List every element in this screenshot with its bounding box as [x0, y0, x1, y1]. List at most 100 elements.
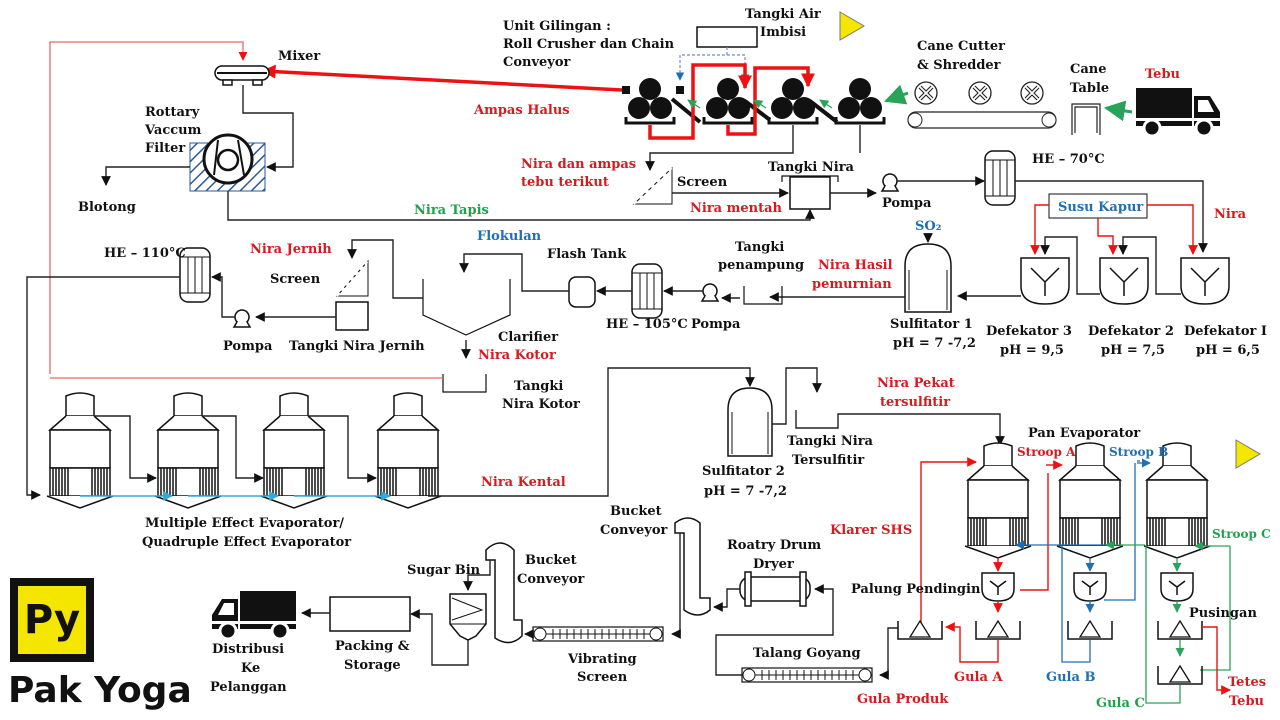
centrifuge-c2 [1157, 665, 1203, 685]
label-distribusi-1: Distribusi [212, 642, 284, 657]
mixer-to-filter-line [242, 85, 294, 172]
brand-name: Pak Yoga [8, 670, 192, 711]
sulfited-juice-line [795, 410, 1005, 446]
sulfitation-2-area [727, 367, 1005, 457]
label-tangki-nira-kotor-2: Nira Kotor [502, 397, 580, 412]
pump-3 [233, 309, 251, 328]
cooler-c [1160, 572, 1194, 602]
label-packing-2: Storage [344, 658, 401, 673]
label-tangki-nira-jernih: Tangki Nira Jernih [289, 339, 425, 354]
label-stroop-c: Stroop C [1212, 527, 1271, 541]
label-bucket-2a: Bucket [525, 553, 577, 568]
heat-exchanger-105 [631, 263, 663, 319]
bucket-conveyor-2 [485, 542, 523, 644]
mixed-juice-line [645, 125, 794, 171]
dirty-juice-return-line [49, 41, 248, 374]
clear-juice-tank [335, 301, 369, 331]
play-marker-icon-2 [1235, 439, 1261, 469]
label-tangki-tersulfitir-2: Tersulfitir [792, 453, 864, 468]
label-rotary-1: Rottary [145, 105, 200, 120]
label-defekator3-ph: pH = 9,5 [1000, 343, 1064, 358]
label-vibrating-2: Screen [577, 670, 628, 685]
label-nira-hasil-1: Nira Hasil [818, 258, 893, 273]
sulfitator-2 [727, 387, 773, 457]
label-tangki-nira-kotor-1: Tangki [514, 379, 563, 394]
label-flash-tank: Flash Tank [547, 247, 627, 262]
defekator-3 [1020, 257, 1070, 305]
evaporator-3 [260, 392, 328, 509]
label-gula-produk: Gula Produk [857, 692, 949, 707]
label-nira-jernih: Nira Jernih [250, 242, 332, 257]
label-cane-table-2: Table [1070, 81, 1109, 96]
label-unit-gilingan-3: Conveyor [503, 55, 571, 70]
label-cane-cutter-1: Cane Cutter [917, 39, 1005, 54]
defekator-2 [1099, 257, 1149, 305]
label-stroop-b: Stroop B [1109, 445, 1168, 459]
brand-logo: Py [10, 578, 94, 662]
shredder-knife-3 [1019, 80, 1045, 106]
feed-block-1 [622, 86, 630, 94]
roll-mill-4 [834, 76, 886, 125]
imbibition-water-tank [696, 26, 758, 48]
label-bucket-2b: Conveyor [517, 572, 585, 587]
label-rotary-2: Vaccum [144, 123, 202, 138]
label-nira-kotor: Nira Kotor [478, 348, 556, 363]
label-sulfitator2: Sulfitator 2 [702, 464, 785, 479]
label-he70: HE – 70°C [1032, 152, 1105, 167]
label-nira: Nira [1214, 207, 1247, 222]
label-tangki-penampung-2: penampung [718, 258, 804, 273]
holding-tank [743, 286, 783, 305]
label-sulfitator1-ph: pH = 7 -7,2 [893, 336, 976, 351]
shredded-cane-arrow [884, 84, 909, 105]
label-tangki-nira: Tangki Nira [768, 160, 855, 175]
label-defekator1: Defekator I [1184, 324, 1267, 339]
label-tebu: Tebu [1145, 67, 1180, 82]
label-sulfitator2-ph: pH = 7 -7,2 [704, 484, 787, 499]
label-ampas-halus: Ampas Halus [473, 103, 570, 118]
label-gula-c: Gula C [1096, 696, 1145, 711]
pan-evaporator-a [964, 442, 1032, 559]
bagasse-arrow-2 [753, 99, 767, 109]
label-talang-goyang: Talang Goyang [753, 646, 861, 661]
label-gula-a: Gula A [954, 670, 1003, 685]
defecation-area [459, 193, 1230, 319]
label-pompa-2: Pompa [691, 317, 741, 332]
label-defekator3: Defekator 3 [986, 324, 1072, 339]
label-tangki-penampung-1: Tangki [735, 240, 784, 255]
cane-table [1071, 103, 1101, 135]
label-pompa-1: Pompa [882, 196, 932, 211]
label-he110: HE – 110°C [104, 246, 186, 261]
label-imbibition-2: Imbisi [760, 25, 806, 40]
label-susu-kapur: Susu Kapur [1058, 200, 1143, 215]
label-defekator1-ph: pH = 6,5 [1196, 343, 1260, 358]
cooler-a [981, 572, 1015, 602]
label-screen-1: Screen [677, 175, 728, 190]
label-nira-pekat-2: tersulfitir [880, 395, 950, 410]
label-unit-gilingan-2: Roll Crusher dan Chain [503, 37, 675, 52]
chain-conveyor-3 [808, 99, 839, 124]
cooler-b [1073, 572, 1107, 602]
label-defekator2-ph: pH = 7,5 [1101, 343, 1165, 358]
clarification-area [26, 239, 511, 500]
label-nira-mentah: Nira mentah [690, 201, 783, 216]
sugar-bin [449, 593, 487, 641]
label-tetes-1: Tetes [1228, 675, 1266, 690]
label-evaporator-2: Quadruple Effect Evaporator [142, 535, 351, 550]
label-palung-pendingin: Palung Pendingin [851, 582, 981, 597]
blotong-line [101, 166, 190, 186]
brand-logo-text: Py [18, 586, 86, 654]
label-screen-2: Screen [270, 272, 321, 287]
roll-mill-3 [767, 76, 819, 125]
roll-mill-1 [624, 76, 676, 125]
vibrating-screen [532, 626, 664, 642]
label-clarifier: Clarifier [498, 330, 558, 345]
bagasse-arrow-1 [687, 99, 701, 109]
flash-tank [568, 276, 596, 308]
cane-feed-arrow [1103, 100, 1133, 122]
label-nira-hasil-2: pemurnian [812, 277, 892, 292]
heat-exchanger-70 [984, 150, 1016, 206]
label-so2: SO₂ [915, 219, 941, 234]
lime-milk-box [1048, 193, 1148, 219]
play-marker-icon [839, 11, 865, 41]
raw-juice-tank [789, 176, 831, 210]
